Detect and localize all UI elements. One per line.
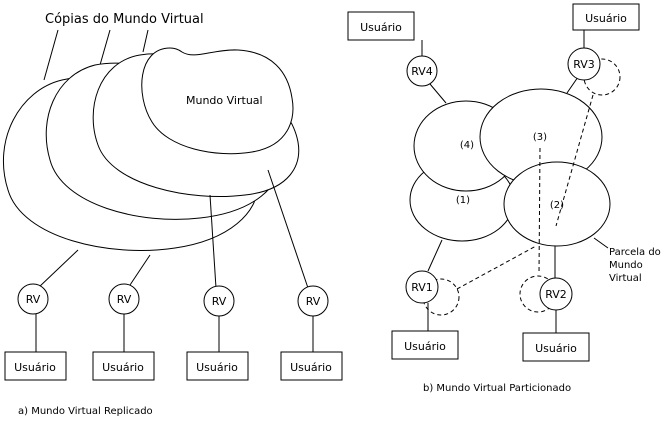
rv3-node	[567, 47, 601, 81]
user-label-1: Usuário	[14, 361, 56, 374]
rv-label-3: RV	[212, 295, 227, 308]
user-box-bottom-left	[391, 330, 459, 360]
user-box-2	[92, 351, 155, 381]
rv-label-2: RV	[117, 293, 132, 306]
link-rv3-parcel3	[566, 76, 579, 94]
partitioned-world-diagram: Usuário Usuário (4) (3) (1) (2) RV4 RV3 …	[347, 3, 661, 394]
parcel-2-label: (2)	[550, 200, 564, 211]
rv-label-4: RV	[306, 295, 321, 308]
rv-link-4	[267, 169, 309, 289]
rv4-node	[406, 55, 438, 87]
user-label-top-left: Usuário	[360, 21, 402, 34]
link-rv4-parcel4	[429, 83, 447, 104]
parcel-note-leader	[593, 237, 609, 249]
rv3-label: RV3	[573, 58, 595, 71]
rv4-label: RV4	[411, 65, 433, 78]
replicated-caption: a) Mundo Virtual Replicado	[18, 406, 153, 417]
user-box-4	[280, 351, 343, 381]
parcel-4-label: (4)	[460, 140, 474, 151]
rv-label-1: RV	[26, 293, 41, 306]
rv1-node	[405, 270, 439, 304]
rv-link-1	[37, 249, 79, 289]
user-box-3	[186, 351, 249, 381]
world-copy-main	[141, 47, 294, 155]
rv-node-1	[17, 283, 49, 315]
user-label-4: Usuário	[290, 361, 332, 374]
partitioned-caption: b) Mundo Virtual Particionado	[423, 383, 571, 394]
parcel-2	[503, 161, 611, 247]
rv3-ghost-link	[555, 94, 594, 227]
link-rv1-parcel1	[427, 239, 443, 272]
user-box-bottom-right	[522, 332, 590, 362]
user-box-1	[4, 351, 67, 381]
title-leader-3	[142, 29, 149, 53]
title-leader-2	[99, 29, 111, 66]
parcel-3-label: (3)	[533, 132, 547, 143]
rv1-ghost-link	[456, 245, 537, 290]
user-box-top-right	[572, 3, 640, 31]
user-label-3: Usuário	[196, 361, 238, 374]
parcel-1-label: (1)	[456, 195, 470, 206]
parcel-note-line-2: Mundo	[609, 260, 643, 271]
replicated-title: Cópias do Mundo Virtual	[45, 12, 204, 27]
rv2-label: RV2	[545, 288, 567, 301]
user-label-top-right: Usuário	[585, 12, 627, 25]
rv1-label: RV1	[411, 281, 433, 294]
user-label-bottom-right: Usuário	[535, 342, 577, 355]
rv-link-2	[127, 254, 151, 289]
parcel-note-line-3: Virtual	[609, 273, 642, 284]
user-label-bottom-left: Usuário	[404, 340, 446, 353]
title-leader-1	[43, 29, 59, 81]
user-label-2: Usuário	[102, 361, 144, 374]
parcel3-ghost-link	[538, 147, 541, 275]
rv-link-3	[209, 194, 217, 289]
world-label: Mundo Virtual	[186, 94, 263, 107]
user-box-top-left	[347, 11, 415, 41]
replicated-world-diagram: Cópias do Mundo Virtual Mundo Virtual RV…	[3, 12, 343, 417]
parcel-note-line-1: Parcela do	[609, 247, 661, 258]
